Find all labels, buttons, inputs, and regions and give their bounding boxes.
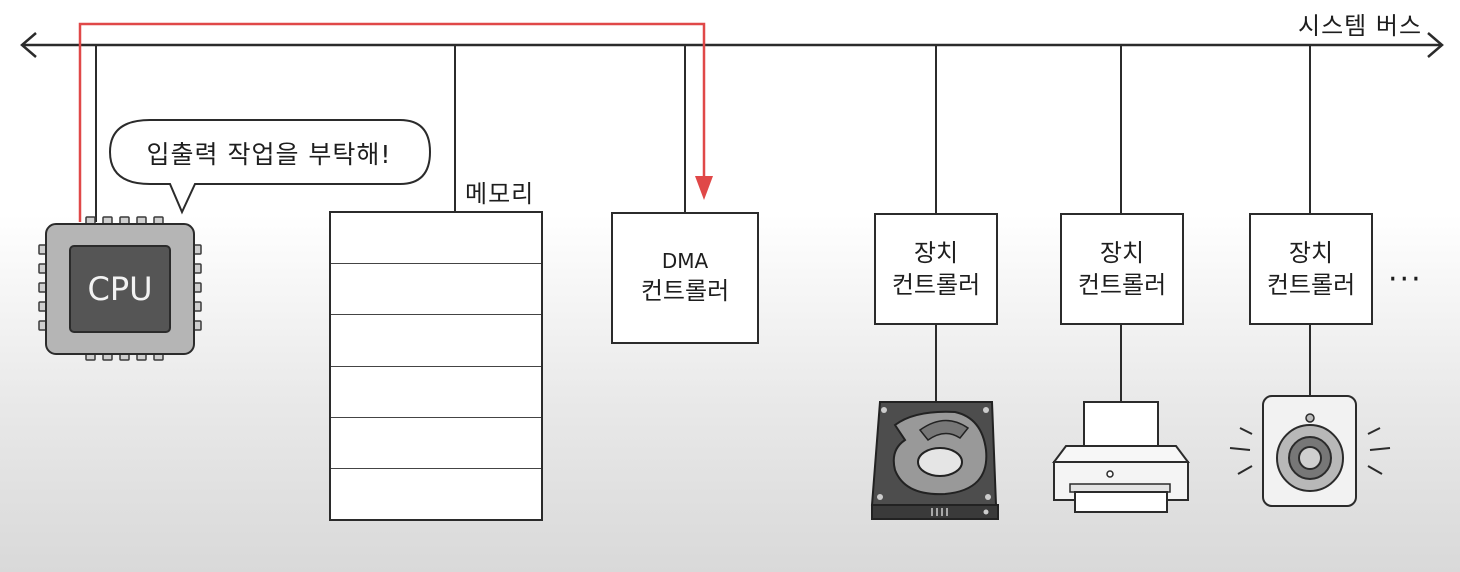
- memory-cell: [331, 418, 541, 469]
- device-controller-1-line2: 컨트롤러: [891, 271, 981, 299]
- memory-block: [329, 211, 543, 521]
- memory-label: 메모리: [465, 180, 535, 208]
- speech-bubble-text: 입출력 작업을 부탁해!: [146, 140, 392, 169]
- speaker-icon: [1229, 395, 1391, 507]
- system-bus-label: 시스템 버스: [1298, 12, 1423, 40]
- device-controller-2-line1: 장치: [1099, 238, 1145, 267]
- device-controller-1-line1: 장치: [913, 238, 959, 267]
- sound-waves: [1229, 427, 1391, 475]
- device-controller-3-line1: 장치: [1288, 238, 1334, 267]
- cpu-chip: [38, 216, 202, 361]
- cpu-label: CPU: [87, 270, 153, 308]
- speech-bubble: [108, 119, 432, 215]
- memory-cell: [331, 469, 541, 519]
- device-controller-2-line2: 컨트롤러: [1077, 271, 1167, 299]
- system-bus: [20, 32, 1444, 58]
- dma-controller-box: DMA 컨트롤러: [611, 212, 759, 344]
- device-controller-3-line2: 컨트롤러: [1266, 271, 1356, 299]
- request-arrow: [78, 22, 713, 222]
- device-controller-1: 장치 컨트롤러: [874, 213, 998, 325]
- bus-connectors: [95, 45, 1311, 405]
- more-ellipsis: ···: [1388, 262, 1423, 297]
- memory-cell: [331, 264, 541, 316]
- dma-controller-label: 컨트롤러: [640, 277, 730, 306]
- device-controller-3: 장치 컨트롤러: [1249, 213, 1373, 325]
- memory-cell: [331, 315, 541, 367]
- dma-label: DMA: [661, 249, 709, 274]
- memory-cell: [331, 367, 541, 418]
- device-controller-2: 장치 컨트롤러: [1060, 213, 1184, 325]
- printer-icon: [1052, 401, 1190, 513]
- memory-cell: [331, 213, 541, 265]
- hard-disk-icon: [870, 401, 999, 520]
